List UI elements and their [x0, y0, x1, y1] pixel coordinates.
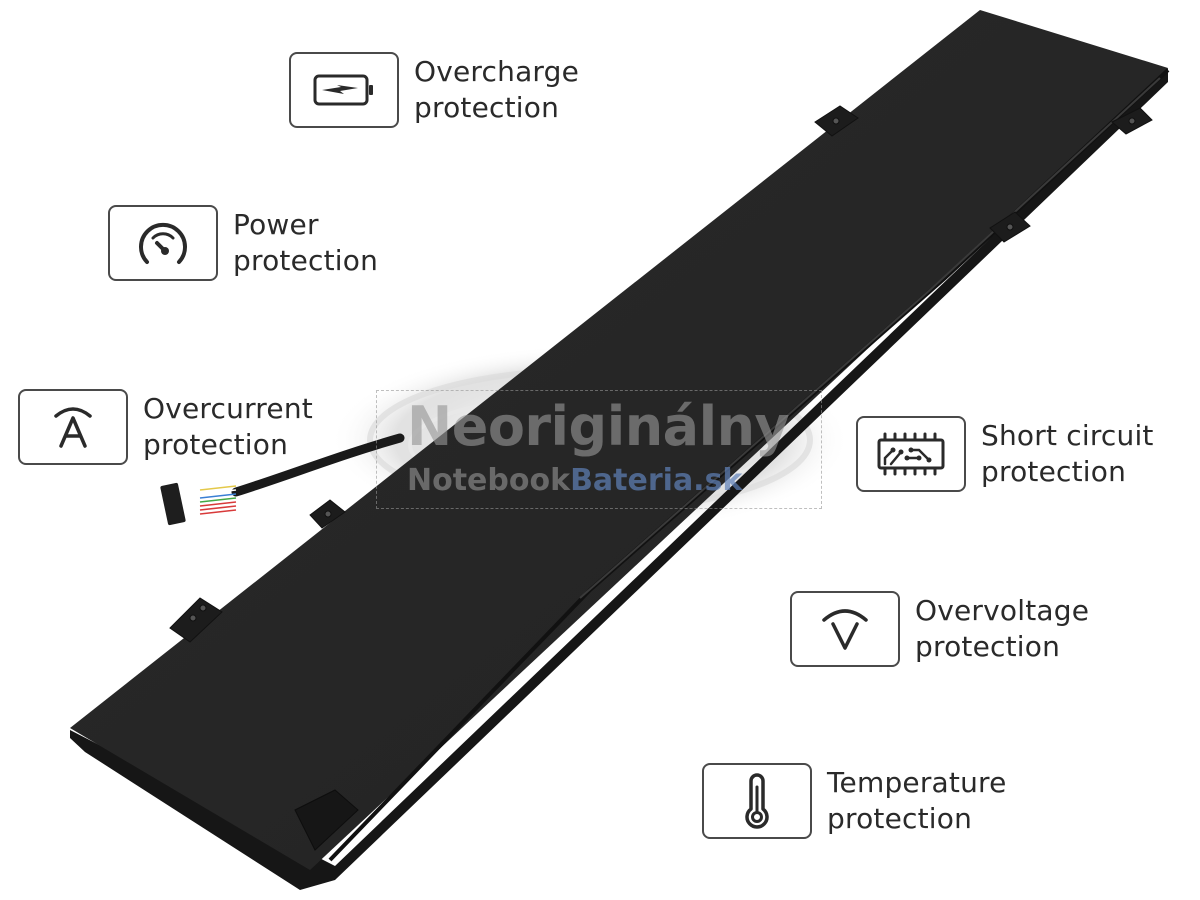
feature-overcharge: Overcharge protection: [289, 52, 579, 128]
volt-icon: [822, 609, 868, 650]
feature-label: Overcurrent protection: [143, 392, 313, 461]
feature-icon-box: [18, 389, 128, 465]
gauge-icon: [139, 222, 187, 264]
feature-icon-box: [790, 591, 900, 667]
battery-charging-icon: [313, 74, 373, 106]
feature-overvoltage: Overvoltage protection: [790, 591, 1089, 667]
thermometer-icon: [745, 773, 769, 829]
circuit-chip-icon: [877, 432, 945, 476]
feature-icon-box: [289, 52, 399, 128]
cable-connector: [160, 482, 186, 526]
battery-body: [70, 10, 1168, 870]
battery-connector-block: [294, 789, 359, 851]
feature-power: Power protection: [108, 205, 378, 281]
feature-overcurrent: Overcurrent protection: [18, 389, 313, 465]
feature-label: Short circuit protection: [981, 419, 1154, 488]
feature-icon-box: [108, 205, 218, 281]
feature-label: Power protection: [233, 208, 379, 277]
feature-icon-box: [702, 763, 812, 839]
feature-icon-box: [856, 416, 966, 492]
feature-label: Overcharge protection: [414, 55, 580, 124]
mounting-tab: [814, 105, 1153, 243]
battery-edge: [70, 68, 1168, 890]
battery-cable: [231, 433, 405, 497]
feature-temperature: Temperature protection: [702, 763, 1007, 839]
feature-short-circuit: Short circuit protection: [856, 416, 1154, 492]
ampere-icon: [54, 407, 92, 448]
feature-label: Temperature protection: [827, 766, 1007, 835]
feature-label: Overvoltage protection: [915, 594, 1090, 663]
